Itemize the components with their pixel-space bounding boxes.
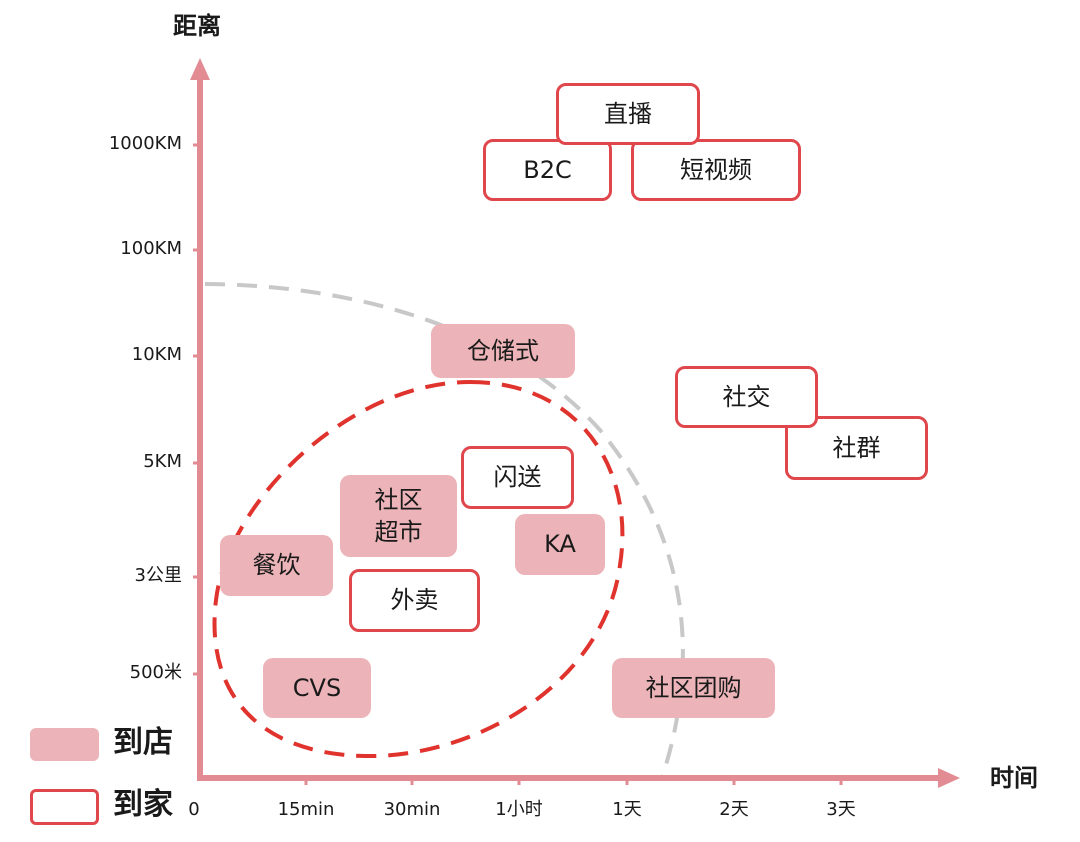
x-tick-label: 3天 [826, 799, 856, 820]
item-community-group: 社群 [785, 416, 928, 480]
y-tick-label: 100KM [120, 238, 182, 259]
item-community-group-buying: 社区团购 [612, 658, 775, 718]
y-tick-marks [193, 143, 200, 676]
x-tick-label: 2天 [719, 799, 749, 820]
legend-home-swatch [30, 789, 99, 825]
x-axis-arrow [938, 768, 960, 788]
y-axis-title: 距离 [173, 12, 221, 40]
item-cvs: CVS [263, 658, 371, 718]
legend-store-swatch [30, 728, 99, 761]
x-tick-label: 1小时 [495, 799, 543, 820]
x-axis-title: 时间 [990, 764, 1038, 792]
y-tick-label: 1000KM [108, 133, 182, 154]
item-warehouse: 仓储式 [431, 324, 575, 378]
item-live-stream: 直播 [556, 83, 700, 145]
y-tick-label: 3公里 [134, 565, 182, 586]
x-tick-label: 1天 [612, 799, 642, 820]
y-axis-arrow [190, 58, 210, 80]
x-tick-marks [304, 778, 843, 785]
item-social: 社交 [675, 366, 818, 428]
x-tick-label: 30min [383, 799, 441, 820]
x-tick-label: 0 [188, 799, 200, 820]
item-community-supermarket: 社区 超市 [340, 475, 457, 557]
legend-store-label: 到店 [113, 725, 173, 760]
item-dining: 餐饮 [220, 535, 333, 596]
item-flash-delivery: 闪送 [461, 446, 574, 509]
item-takeout: 外卖 [349, 569, 480, 632]
item-ka: KA [515, 514, 605, 575]
red-dashed-boundary [212, 379, 625, 759]
legend-home-label: 到家 [113, 787, 173, 822]
y-tick-label: 5KM [143, 451, 182, 472]
y-tick-label: 10KM [131, 344, 182, 365]
item-short-video: 短视频 [631, 139, 801, 201]
x-tick-label: 15min [277, 799, 335, 820]
y-tick-label: 500米 [129, 662, 182, 683]
item-b2c: B2C [483, 139, 612, 201]
